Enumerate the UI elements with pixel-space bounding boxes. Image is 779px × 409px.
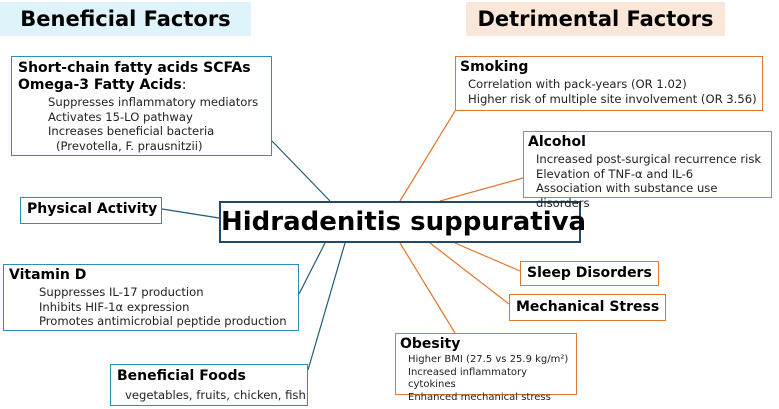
obesity-title: Obesity xyxy=(400,336,461,352)
smoking-box: Smoking Correlation with pack-years (OR … xyxy=(455,56,763,111)
obesity-box: Obesity Higher BMI (27.5 vs 25.9 kg/m²) … xyxy=(395,333,577,403)
omega3-title: Omega-3 Fatty Acids: xyxy=(18,77,187,93)
beneficial-foods-box: Beneficial Foods vegetables, fruits, chi… xyxy=(110,364,308,406)
obesity-item: Enhanced mechanical stress xyxy=(408,391,551,403)
smoking-item: Correlation with pack-years (OR 1.02) xyxy=(468,77,687,91)
connector-beneficial-foods xyxy=(307,242,346,371)
sleep-disorders-title: Sleep Disorders xyxy=(527,265,652,281)
connector-mechanical-stress xyxy=(429,242,510,305)
obesity-item: Increased inflammatory cytokines xyxy=(408,366,528,391)
physical-activity-title: Physical Activity xyxy=(27,201,158,217)
vitamin-d-item: Inhibits HIF-1α expression xyxy=(39,299,190,314)
connector-alcohol xyxy=(439,177,524,202)
center-topic: Hidradenitis suppurativa xyxy=(219,201,586,243)
mechanical-stress-box: Mechanical Stress xyxy=(509,294,666,321)
sleep-disorders-box: Sleep Disorders xyxy=(520,261,659,286)
vitamin-d-box: Vitamin D Suppresses IL-17 production In… xyxy=(3,264,299,331)
vitamin-d-title: Vitamin D xyxy=(9,267,87,283)
physical-activity-box: Physical Activity xyxy=(20,197,162,224)
mechanical-stress-title: Mechanical Stress xyxy=(516,299,660,315)
scfa-item: Activates 15-LO pathway xyxy=(48,109,193,124)
connector-vitamin-d xyxy=(298,242,326,295)
scfa-item: (Prevotella, F. prausnitzii) xyxy=(56,138,203,153)
beneficial-foods-title: Beneficial Foods xyxy=(117,368,246,384)
smoking-title: Smoking xyxy=(460,59,529,75)
scfa-omega3-box: Short-chain fatty acids SCFAs Omega-3 Fa… xyxy=(11,56,272,156)
connector-obesity xyxy=(399,242,456,334)
smoking-item: Higher risk of multiple site involvement… xyxy=(468,91,757,106)
connector-scfa xyxy=(271,140,331,202)
alcohol-item: Increased post-surgical recurrence risk xyxy=(536,152,762,166)
alcohol-item: Elevation of TNF-α and IL-6 xyxy=(536,166,694,181)
alcohol-box: Alcohol Increased post-surgical recurren… xyxy=(523,131,772,210)
vitamin-d-item: Suppresses IL-17 production xyxy=(39,285,204,299)
beneficial-foods-item: vegetables, fruits, chicken, fish xyxy=(125,388,306,402)
scfa-title: Short-chain fatty acids SCFAs xyxy=(18,60,251,76)
vitamin-d-item: Promotes antimicrobial peptide productio… xyxy=(39,314,287,328)
beneficial-factors-header: Beneficial Factors xyxy=(0,2,251,36)
scfa-item: Suppresses inflammatory mediators xyxy=(48,95,259,109)
connector-smoking xyxy=(399,110,456,202)
connector-sleep-disorders xyxy=(454,242,521,272)
connector-physical-activity xyxy=(161,208,220,219)
alcohol-item: Association with substance use disorders xyxy=(536,181,718,210)
obesity-item: Higher BMI (27.5 vs 25.9 kg/m²) xyxy=(408,354,569,365)
scfa-item: Increases beneficial bacteria xyxy=(48,124,215,138)
detrimental-factors-header: Detrimental Factors xyxy=(466,2,725,36)
alcohol-title: Alcohol xyxy=(528,134,586,150)
